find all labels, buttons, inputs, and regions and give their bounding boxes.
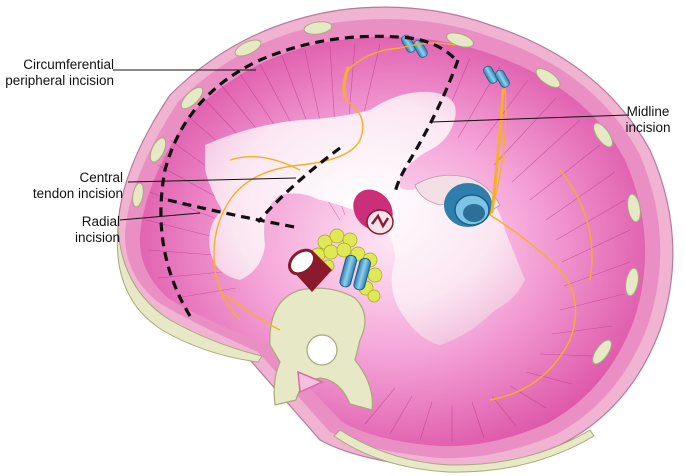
radial-incision	[167, 198, 301, 230]
ribs	[132, 21, 641, 365]
leader-radial	[119, 212, 201, 221]
central-tendon	[205, 91, 525, 346]
posterior-wall-left	[116, 227, 263, 363]
direction-arrow-icon	[297, 370, 324, 394]
muscle-fibers	[145, 43, 631, 442]
label-central-tendon-incision: Central tendon incision	[32, 170, 123, 201]
leader-lines	[113, 69, 629, 221]
nerve-thick	[342, 66, 505, 214]
vertebra	[269, 287, 373, 411]
label-midline-incision: Midline incision	[625, 104, 671, 135]
incisions	[159, 34, 460, 317]
circumferential-incision	[159, 34, 460, 317]
aorta	[287, 248, 332, 292]
label-radial-incision: Radial incision	[74, 214, 120, 245]
posterior-wall-right	[333, 429, 595, 473]
midline-incision	[393, 59, 460, 196]
leader-midline	[431, 114, 629, 123]
vena-cava	[444, 183, 492, 227]
leader-central	[127, 177, 297, 183]
esophagus	[353, 189, 394, 235]
label-circumferential-incision: Circumferential peripheral incision	[5, 57, 114, 88]
blue-vessels-spine	[339, 254, 372, 291]
